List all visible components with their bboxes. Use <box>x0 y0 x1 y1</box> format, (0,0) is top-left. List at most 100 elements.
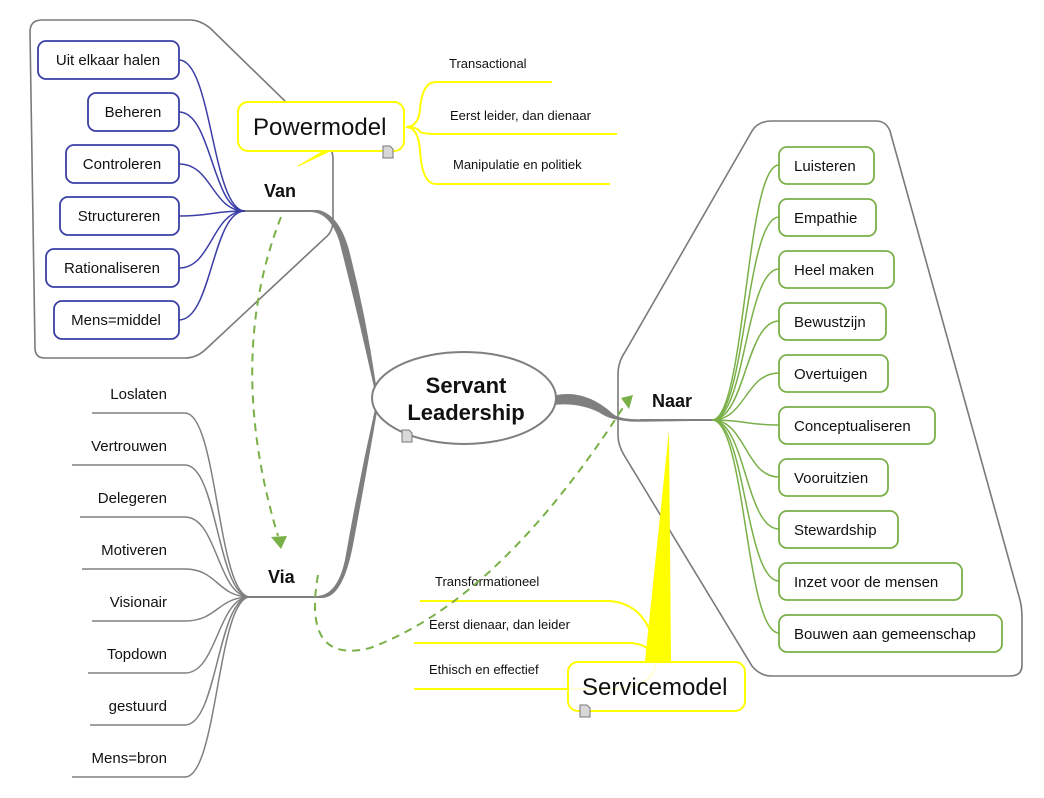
van-child-connector <box>178 210 246 217</box>
van-child-connector <box>178 163 246 212</box>
center-to-van-connector <box>309 210 377 393</box>
naar-child-connector <box>711 419 780 426</box>
van-child-connectors <box>178 59 246 321</box>
via-child-connector <box>184 412 251 598</box>
naar-child-label: Overtuigen <box>794 366 867 383</box>
via-child-label: Vertrouwen <box>91 438 167 455</box>
relation-via-to-naar[interactable] <box>314 395 633 652</box>
via-child[interactable]: Delegeren <box>80 490 185 518</box>
note-icon[interactable] <box>579 704 591 718</box>
naar-child-label: Bouwen aan gemeenschap <box>794 626 976 643</box>
servicemodel-callout[interactable]: Servicemodel <box>567 661 746 718</box>
van-child[interactable]: Rationaliseren <box>45 248 180 288</box>
servicemodel-item[interactable]: Transformationeel <box>435 574 539 589</box>
van-child-label: Beheren <box>105 104 162 121</box>
via-child-connectors <box>184 412 251 778</box>
van-child-label: Controleren <box>83 156 161 173</box>
van-child[interactable]: Uit elkaar halen <box>37 40 180 80</box>
powermodel-item[interactable]: Manipulatie en politiek <box>453 157 582 172</box>
naar-child-connector <box>711 419 780 478</box>
via-child-connector <box>184 464 251 598</box>
van-boundary <box>29 19 334 359</box>
van-child[interactable]: Structureren <box>59 196 180 236</box>
naar-boundary <box>617 120 1023 677</box>
central-topic-line1: Servant <box>426 373 507 398</box>
via-child[interactable]: Motiveren <box>82 542 185 570</box>
naar-child[interactable]: Overtuigen <box>778 354 889 393</box>
powermodel-item[interactable]: Transactional <box>449 56 527 71</box>
van-child[interactable]: Beheren <box>87 92 180 132</box>
relation-van-to-via[interactable] <box>251 216 287 549</box>
via-child[interactable]: Visionair <box>92 594 185 622</box>
van-child-label: Uit elkaar halen <box>56 52 160 69</box>
naar-branch-label[interactable]: Naar <box>652 391 692 411</box>
via-child-connector <box>184 596 251 674</box>
van-child-label: Structureren <box>78 208 161 225</box>
naar-child[interactable]: Empathie <box>778 198 877 237</box>
naar-child[interactable]: Bouwen aan gemeenschap <box>778 614 1003 653</box>
naar-child[interactable]: Heel maken <box>778 250 895 289</box>
powermodel-label: Powermodel <box>253 114 386 141</box>
naar-child[interactable]: Conceptualiseren <box>778 406 936 445</box>
van-child-connector <box>178 210 246 269</box>
via-child-label: Motiveren <box>101 542 167 559</box>
via-child[interactable]: Topdown <box>88 646 185 674</box>
servicemodel-pointer <box>645 430 671 661</box>
van-child-connector <box>178 210 246 321</box>
powermodel-connectors <box>405 81 617 185</box>
naar-child[interactable]: Inzet voor de mensen <box>778 562 963 601</box>
van-child[interactable]: Controleren <box>65 144 180 184</box>
naar-child-label: Luisteren <box>794 158 856 175</box>
via-child[interactable]: Vertrouwen <box>72 438 185 466</box>
naar-child-connector <box>711 164 780 421</box>
naar-child-connector <box>711 216 780 421</box>
naar-child-connector <box>711 372 780 421</box>
powermodel-callout[interactable]: Powermodel <box>237 101 405 167</box>
naar-child-label: Empathie <box>794 210 857 227</box>
naar-child-label: Bewustzijn <box>794 314 866 331</box>
central-topic-line2: Leadership <box>407 400 524 425</box>
naar-child[interactable]: Vooruitzien <box>778 458 889 497</box>
arrowhead-icon <box>271 536 287 549</box>
van-child-connector <box>178 59 246 212</box>
via-child[interactable]: gestuurd <box>90 698 185 726</box>
via-child-label: Mens=bron <box>92 750 167 767</box>
van-child[interactable]: Mens=middel <box>53 300 180 340</box>
via-child[interactable]: Mens=bron <box>72 750 185 778</box>
naar-child[interactable]: Bewustzijn <box>778 302 887 341</box>
van-child-connector <box>178 111 246 212</box>
naar-child-connector <box>711 419 780 582</box>
via-child-label: gestuurd <box>109 698 167 715</box>
naar-child-label: Stewardship <box>794 522 877 539</box>
naar-child-connector <box>711 320 780 421</box>
naar-child[interactable]: Stewardship <box>778 510 899 549</box>
via-child-connector <box>184 568 251 598</box>
note-icon[interactable] <box>401 429 413 443</box>
van-child-label: Mens=middel <box>71 312 161 329</box>
naar-child-connectors <box>711 164 780 634</box>
naar-child-connector <box>711 419 780 530</box>
note-icon[interactable] <box>382 145 394 159</box>
naar-child-connector <box>711 268 780 421</box>
naar-child-label: Conceptualiseren <box>794 418 911 435</box>
naar-child-label: Heel maken <box>794 262 874 279</box>
via-child-label: Topdown <box>107 646 167 663</box>
center-to-via-connector <box>315 399 379 598</box>
van-child-label: Rationaliseren <box>64 260 160 277</box>
servicemodel-label: Servicemodel <box>582 674 727 701</box>
via-child-label: Visionair <box>110 594 167 611</box>
via-child-label: Loslaten <box>110 386 167 403</box>
servicemodel-item[interactable]: Eerst dienaar, dan leider <box>429 617 571 632</box>
servicemodel-item[interactable]: Ethisch en effectief <box>429 662 539 677</box>
naar-child[interactable]: Luisteren <box>778 146 875 185</box>
naar-child-label: Vooruitzien <box>794 470 868 487</box>
central-topic[interactable]: Servant Leadership <box>371 351 557 445</box>
via-child-label: Delegeren <box>98 490 167 507</box>
arrowhead-icon <box>621 395 633 409</box>
via-branch-label[interactable]: Via <box>268 567 296 587</box>
powermodel-item[interactable]: Eerst leider, dan dienaar <box>450 108 592 123</box>
via-child[interactable]: Loslaten <box>92 386 185 414</box>
van-branch-label[interactable]: Van <box>264 181 296 201</box>
naar-child-connector <box>711 419 780 634</box>
